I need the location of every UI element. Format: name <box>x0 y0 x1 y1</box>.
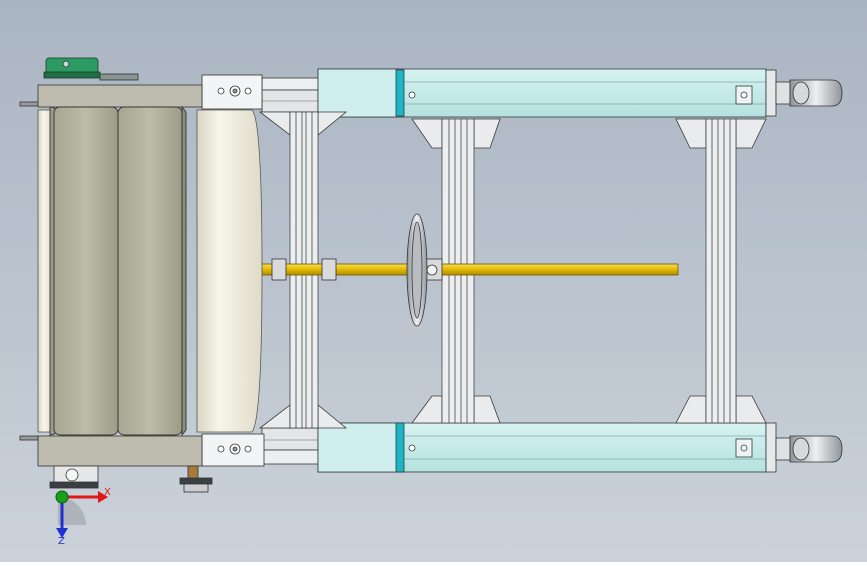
coordinate-triad: X Z <box>55 487 111 547</box>
x-axis-label: X <box>104 487 111 498</box>
caster-wheel-top <box>775 79 843 107</box>
bearing-block-top <box>201 74 263 110</box>
drive-motor <box>43 57 139 81</box>
cylinder-top <box>317 68 777 118</box>
handwheel <box>406 213 428 327</box>
y-axis-marker <box>55 490 69 504</box>
z-axis-label: Z <box>58 536 65 547</box>
sprocket-right <box>179 465 213 493</box>
cylinder-bottom <box>317 422 777 473</box>
vertical-profile-3 <box>705 118 737 424</box>
belt-frame <box>19 84 203 467</box>
conveyor-belt <box>49 105 187 437</box>
idler-roller <box>196 109 263 433</box>
gusset-plates <box>258 111 767 429</box>
caster-wheel-bottom <box>775 435 843 463</box>
bearing-block-bottom <box>201 433 265 467</box>
sprocket-left <box>49 465 99 489</box>
